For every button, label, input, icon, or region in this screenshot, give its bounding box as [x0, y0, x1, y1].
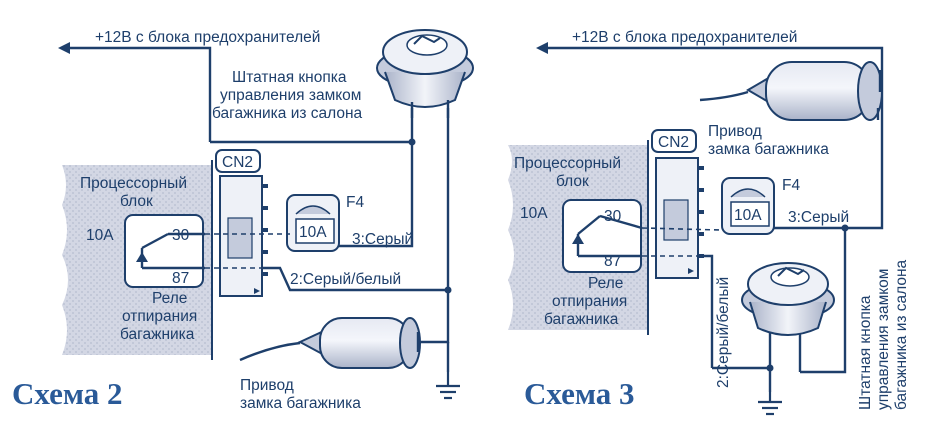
actuator-label-1: Привод: [240, 377, 294, 394]
trunk-actuator: [239, 317, 421, 369]
scheme-3-title: Схема 3: [524, 376, 635, 411]
relay-label-1: Реле: [152, 290, 187, 307]
relay-pin-87-3: 87: [604, 253, 621, 270]
relay-label-3-2: отпирания: [552, 293, 627, 310]
wire-3-label: 3:Серый: [352, 231, 413, 248]
ground-symbol: [436, 372, 460, 400]
relay-rating: 10A: [86, 227, 114, 244]
cn2-label-box: [215, 149, 261, 173]
scheme-3: Процессорный блок 10A 30 87 Реле отпиран…: [508, 29, 910, 416]
processor-block-label-3-1: Процессорный: [514, 155, 621, 172]
button-label-3-3: багажника из салона: [893, 259, 910, 410]
button-label-2: управления замком: [220, 87, 361, 104]
relay-rating-3: 10A: [520, 205, 548, 222]
processor-block-label-2: блок: [120, 193, 153, 210]
relay-label-3-1: Реле: [588, 275, 623, 292]
cn2-label-3: CN2: [658, 134, 689, 151]
fuse-rating: 10A: [299, 224, 327, 241]
relay-pin-87: 87: [172, 270, 189, 287]
button-label-3-2: управления замком: [875, 269, 892, 410]
trunk-button-3: [741, 262, 835, 336]
relay-label-3-3: багажника: [544, 311, 619, 328]
scheme-2: Процессорный блок 10A 30 87 Реле отпиран…: [12, 29, 474, 412]
actuator-label-3-1: Привод: [708, 123, 762, 140]
wire-3-label-3: 3:Серый: [788, 209, 849, 226]
actuator-label-3-2: замка багажника: [708, 141, 829, 158]
button-label-3-1: Штатная кнопка: [857, 295, 874, 410]
fuse-name: F4: [346, 194, 364, 211]
trunk-actuator-3: [699, 61, 883, 121]
processor-block-label-3-2: блок: [556, 173, 589, 190]
processor-block-label-1: Процессорный: [80, 175, 187, 192]
fuse-rating-3: 10A: [734, 207, 762, 224]
wire-2-label-3: 2:Серый/белый: [715, 277, 732, 388]
relay-label-3: багажника: [120, 326, 195, 343]
trunk-button: [376, 29, 474, 118]
cn2-label-box-3: [651, 129, 697, 153]
ground-symbol-3: [758, 392, 782, 416]
wire-2-label: 2:Серый/белый: [290, 271, 401, 288]
button-label-3: багажника из салона: [212, 105, 363, 122]
scheme-2-title: Схема 2: [12, 376, 123, 411]
cn2-label: CN2: [222, 154, 253, 171]
power-label: +12В с блока предохранителей: [95, 29, 320, 46]
button-label-1: Штатная кнопка: [232, 69, 347, 86]
fuse-name-3: F4: [782, 177, 800, 194]
power-label-3: +12В с блока предохранителей: [572, 29, 797, 46]
relay-label-2: отпирания: [122, 308, 197, 325]
relay-box: [124, 214, 204, 288]
actuator-label-2: замка багажника: [240, 395, 361, 412]
relay-box-3: [562, 199, 642, 273]
relay-pin-30: 30: [172, 227, 190, 244]
